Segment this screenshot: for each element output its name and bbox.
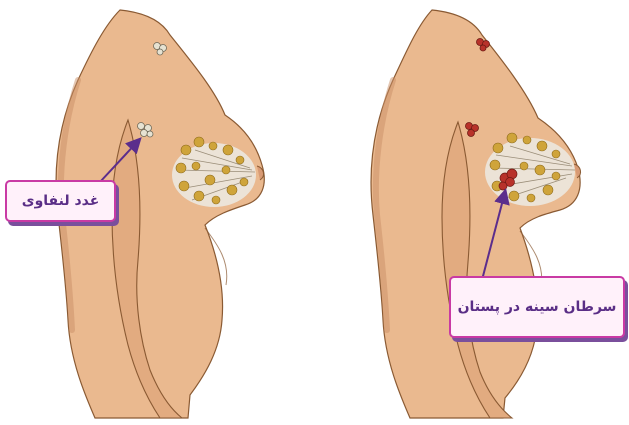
lymph-nodes-callout: غدد لنفاوی [5,180,116,222]
cancer-breast-figure [371,10,581,418]
breast-cancer-label: سرطان سینه در پستان [458,299,617,315]
breast-cancer-callout: سرطان سینه در پستان [449,276,625,338]
lymph-nodes-label: غدد لنفاوی [22,193,100,209]
